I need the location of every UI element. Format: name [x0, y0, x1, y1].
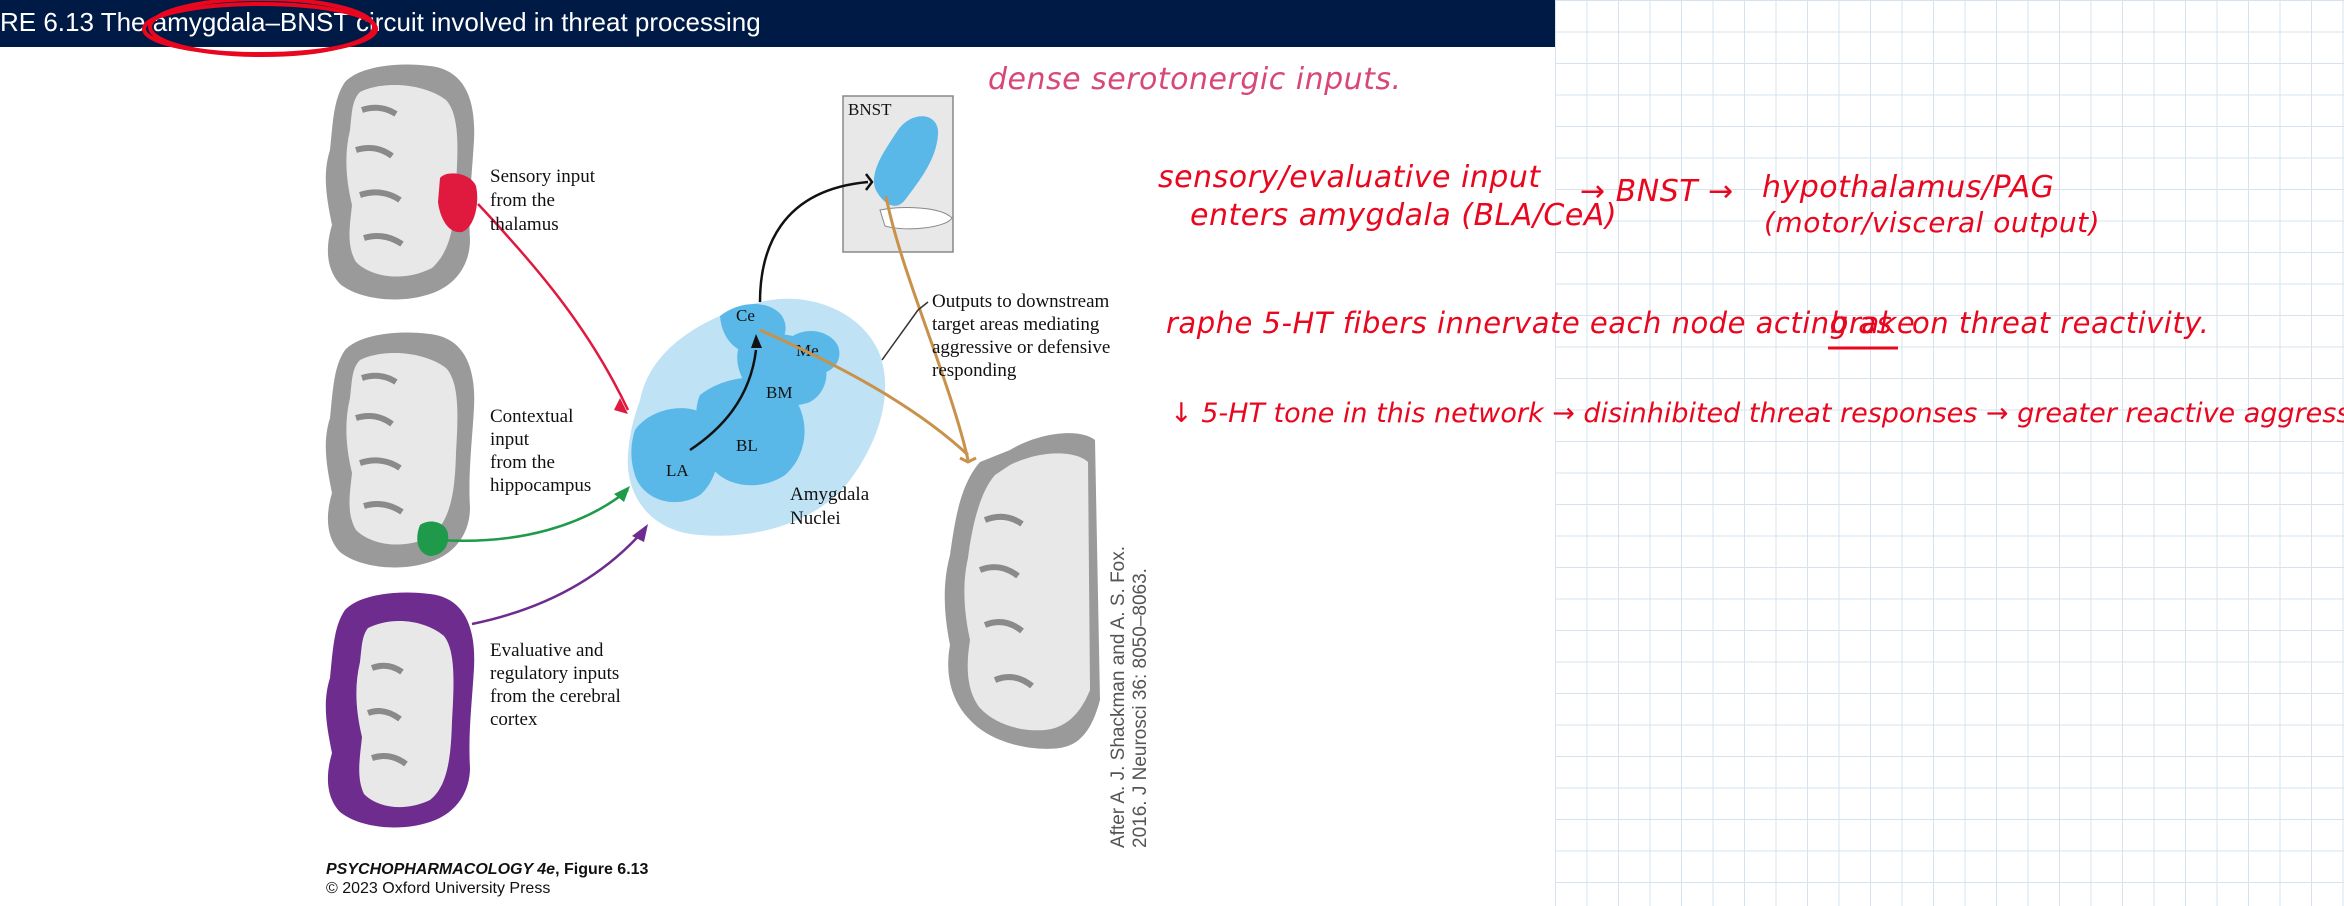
amygdala-label-1: Amygdala — [790, 484, 870, 505]
figure-citation: After A. J. Shackman and A. S. Fox. 2016… — [1108, 546, 1152, 848]
note-line1c: hypothalamus/PAG — [1762, 170, 2054, 205]
note-line2-brake: brake — [1830, 306, 1915, 340]
credit-copyright: © 2023 Oxford University Press — [326, 879, 648, 898]
note-serotonergic: dense serotonergic inputs. — [988, 62, 1402, 97]
note-line2-pre: raphe 5-HT fibers innervate each node ac… — [1166, 306, 1892, 340]
brain-contextual — [326, 333, 474, 568]
sensory-label-1: Sensory input — [490, 166, 596, 187]
note-line1a: sensory/evaluative input — [1158, 160, 1541, 195]
evaluative-label-1: Evaluative and — [490, 640, 604, 661]
amygdala-label-2: Nuclei — [790, 508, 841, 529]
title-circle-annotation — [144, 0, 376, 55]
brain-output — [945, 433, 1100, 749]
figure-credit: PSYCHOPHARMACOLOGY 4e, Figure 6.13 © 202… — [326, 860, 648, 898]
credit-figure-number: , Figure 6.13 — [555, 861, 648, 878]
nucleus-bl-label: BL — [736, 436, 758, 455]
outputs-label-2: target areas mediating — [932, 314, 1100, 335]
credit-book: PSYCHOPHARMACOLOGY 4e — [326, 861, 555, 878]
outputs-label-4: responding — [932, 360, 1017, 381]
contextual-label-4: hippocampus — [490, 475, 591, 496]
contextual-label-2: input — [490, 429, 530, 450]
brain-evaluative — [326, 593, 474, 828]
brain-sensory — [326, 65, 477, 300]
outputs-label-1: Outputs to downstream — [932, 291, 1110, 312]
sensory-label-2: from the — [490, 190, 555, 211]
bnst-label: BNST — [848, 100, 892, 119]
note-arrow-bnst: → BNST → — [1580, 174, 1734, 209]
contextual-label-3: from the — [490, 452, 555, 473]
bnst-box: BNST — [843, 96, 953, 252]
note-line3: ↓ 5-HT tone in this network → disinhibit… — [1170, 398, 2344, 429]
note-line1b: enters amygdala (BLA/CeA) — [1190, 198, 1617, 233]
outputs-label-3: aggressive or defensive — [932, 337, 1110, 358]
sensory-label-3: thalamus — [490, 214, 559, 235]
nucleus-ce-label: Ce — [736, 306, 755, 325]
evaluative-label-4: cortex — [490, 709, 538, 730]
nucleus-la-label: LA — [666, 461, 689, 480]
evaluative-label-2: regulatory inputs — [490, 663, 619, 684]
evaluative-label-3: from the cerebral — [490, 686, 621, 707]
citation-line-2: 2016. J Neurosci 36: 8050–8063. — [1130, 546, 1152, 848]
note-line2-post: on threat reactivity. — [1912, 306, 2209, 340]
note-line1d: (motor/visceral output) — [1764, 206, 2100, 239]
citation-line-1: After A. J. Shackman and A. S. Fox. — [1108, 546, 1130, 848]
contextual-label-1: Contextual — [490, 406, 573, 427]
nucleus-bm-label: BM — [766, 383, 792, 402]
cortical-pathway — [472, 530, 644, 624]
